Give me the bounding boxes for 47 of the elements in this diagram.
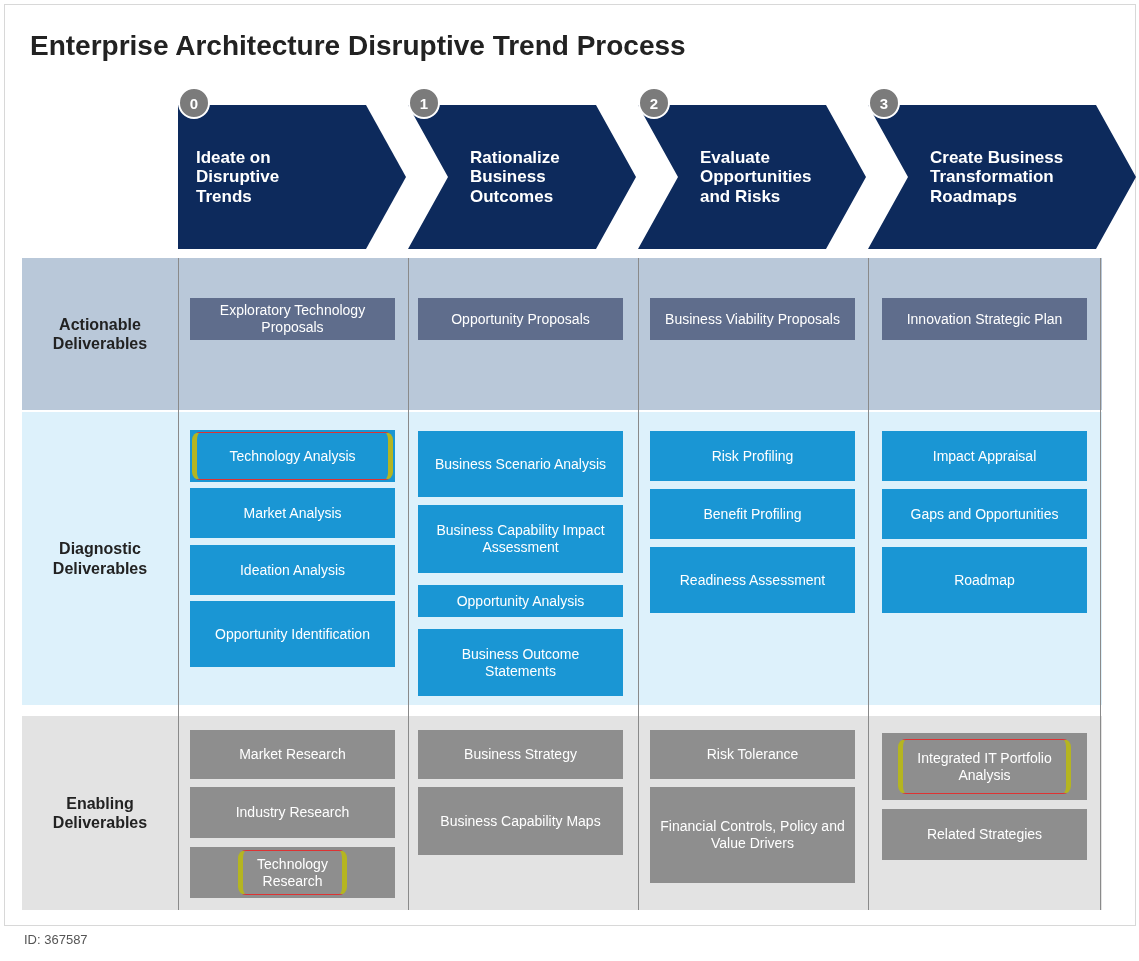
deliverable-box: Business Capability Impact Assessment [418,505,623,573]
deliverable-box: Exploratory Technology Proposals [190,298,395,340]
deliverable-box: Integrated IT Portfolio Analysis [882,733,1087,800]
deliverable-box: Business Viability Proposals [650,298,855,340]
process-step-banner [638,87,866,249]
diagram-title: Enterprise Architecture Disruptive Trend Process [30,30,686,62]
deliverable-box: Market Analysis [190,488,395,538]
deliverable-box: Related Strategies [882,809,1087,860]
deliverable-box: Business Outcome Statements [418,629,623,696]
deliverable-box: Risk Tolerance [650,730,855,779]
step-number: 3 [868,87,900,119]
step-number: 1 [408,87,440,119]
process-step-banner [408,87,636,249]
deliverable-box: Risk Profiling [650,431,855,481]
deliverable-box: Technology Analysis [190,430,395,482]
deliverable-box: Roadmap [882,547,1087,613]
band-heading: Actionable Deliverables [51,314,149,354]
deliverable-box: Business Capability Maps [418,787,623,855]
deliverable-box: Financial Controls, Policy and Value Drivers [650,787,855,883]
process-step-banner [868,87,1136,249]
step-title: Ideate on Disruptive Trends [196,146,281,208]
band-heading: Diagnostic Deliverables [51,539,149,579]
deliverable-box: Market Research [190,730,395,779]
step-number: 2 [638,87,670,119]
process-step-banner [178,87,406,249]
step-title: Evaluate Opportunities and Risks [700,146,813,208]
deliverable-band [22,412,1102,705]
deliverable-box: Business Scenario Analysis [418,431,623,497]
deliverable-box: Benefit Profiling [650,489,855,539]
step-number: 0 [178,87,210,119]
deliverable-box: Business Strategy [418,730,623,779]
step-title: Create Business Transformation Roadmaps [930,146,1065,208]
deliverable-band [22,258,1102,410]
deliverable-box: Opportunity Analysis [418,585,623,617]
deliverable-box: Gaps and Opportunities [882,489,1087,539]
band-heading: Enabling Deliverables [51,793,149,833]
deliverable-box: Impact Appraisal [882,431,1087,481]
deliverable-box: Opportunity Proposals [418,298,623,340]
deliverable-box: Readiness Assessment [650,547,855,613]
document-id: ID: 367587 [24,932,88,947]
deliverable-box: Technology Research [190,847,395,898]
deliverable-band [22,716,1102,910]
deliverable-box: Opportunity Identification [190,601,395,667]
deliverable-box: Innovation Strategic Plan [882,298,1087,340]
step-title: Rationalize Business Outcomes [470,146,561,208]
deliverable-box: Ideation Analysis [190,545,395,595]
deliverable-box: Industry Research [190,787,395,838]
